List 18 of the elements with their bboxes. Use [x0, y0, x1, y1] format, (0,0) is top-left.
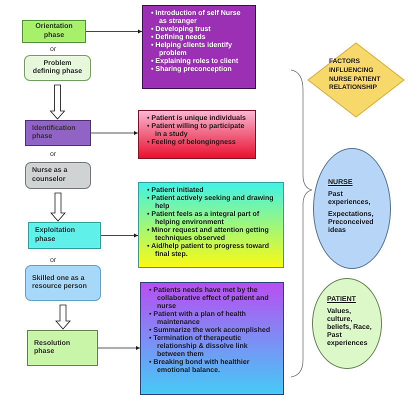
block-arrow [50, 84, 66, 120]
arrow [98, 346, 140, 350]
phase-box [27, 330, 98, 366]
block-arrow [55, 304, 71, 330]
phase-box [25, 120, 91, 146]
phase-box [24, 55, 91, 81]
list-box [140, 282, 284, 395]
phase-box [25, 162, 91, 189]
list-box [138, 182, 284, 268]
list-box [138, 110, 256, 159]
arrow [86, 30, 142, 34]
list-box [142, 5, 256, 89]
phase-box [25, 265, 101, 301]
phase-box [22, 20, 86, 43]
phase-box [28, 222, 101, 249]
arrow [100, 234, 138, 238]
block-arrow [50, 192, 66, 222]
arrow [90, 131, 138, 135]
